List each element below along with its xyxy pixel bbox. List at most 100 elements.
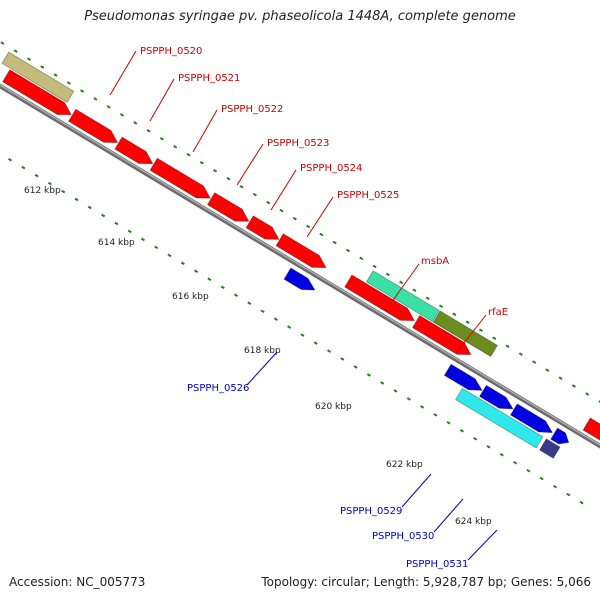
outer-tick-mark: [80, 89, 85, 93]
inner-tick-mark: [380, 381, 385, 385]
gene-arrow-pspph-0531: [509, 403, 554, 434]
gene-arrow-msba-cds: [344, 274, 415, 322]
inner-tick-mark: [473, 437, 478, 441]
gene-arrow-edge: [582, 417, 600, 441]
gene-label: PSPPH_0526: [187, 383, 249, 394]
inner-tick-mark: [101, 213, 106, 218]
outer-tick-mark: [452, 312, 457, 317]
gene-arrow-pspph-0530: [479, 384, 514, 410]
gene-label: rfaE: [488, 307, 508, 318]
inner-tick-mark: [140, 237, 145, 242]
gene-label-leader-line: [246, 351, 278, 386]
scale-label: 614 kbp: [98, 238, 135, 248]
inner-tick-mark: [127, 229, 132, 234]
outer-tick-mark: [319, 232, 324, 237]
outer-tick-mark: [571, 384, 576, 388]
gene-arrow-small: [550, 427, 570, 445]
inner-tick-mark: [114, 221, 119, 226]
outer-tick-mark: [133, 121, 138, 125]
gene-arrow-pspph-0525: [245, 215, 280, 240]
inner-tick-mark: [220, 285, 225, 290]
scale-label: 622 kbp: [386, 460, 423, 470]
inner-tick-mark: [233, 293, 239, 297]
gene-label: PSPPH_0521: [178, 73, 240, 84]
gene-arrow-pspph-0520: [2, 69, 72, 116]
inner-tick-mark: [87, 205, 92, 210]
outer-tick-mark: [239, 184, 244, 189]
gene-arrow-pspph-0529: [443, 363, 483, 391]
inner-tick-mark: [167, 253, 172, 258]
scale-label: 612 kbp: [24, 186, 61, 196]
inner-tick-mark: [539, 476, 544, 481]
outer-tick-mark: [399, 280, 404, 285]
gene-box-msba: [365, 270, 440, 323]
inner-tick-mark: [393, 389, 398, 393]
inner-tick-mark: [207, 277, 212, 282]
gene-label: PSPPH_0523: [267, 138, 329, 149]
outer-tick-mark: [119, 113, 125, 117]
gene-box-pspph-0531: [539, 438, 561, 459]
outer-tick-mark: [545, 368, 550, 372]
outer-tick-mark: [266, 200, 271, 205]
outer-tick-mark: [252, 192, 257, 197]
inner-tick-mark: [526, 468, 531, 473]
outer-tick-mark: [505, 344, 510, 348]
gene-box-pspph-0530: [455, 387, 544, 449]
outer-tick-mark: [106, 105, 111, 109]
outer-tick-mark: [66, 81, 71, 85]
gene-label-leader-line: [467, 529, 498, 561]
outer-tick-mark: [492, 336, 497, 340]
inner-tick-mark: [21, 165, 26, 170]
outer-tick-mark: [306, 224, 311, 229]
inner-tick-mark: [247, 301, 252, 305]
inner-tick-mark: [326, 349, 332, 353]
inner-tick-mark: [154, 245, 159, 250]
outer-tick-mark: [292, 216, 297, 221]
inner-tick-mark: [486, 444, 491, 449]
inner-tick-mark: [61, 189, 66, 194]
inner-tick-mark: [406, 397, 411, 401]
outer-tick-mark: [93, 97, 98, 101]
gene-arrow-rfae-cds: [411, 315, 472, 356]
gene-label: PSPPH_0522: [221, 104, 283, 115]
outer-tick-mark: [478, 328, 483, 332]
inner-tick-mark: [446, 421, 451, 425]
gene-arrow-pspph-0522: [114, 136, 154, 165]
inner-tick-mark: [313, 341, 318, 345]
gene-box-pspph-0520: [1, 51, 75, 103]
outer-tick-mark: [438, 304, 444, 309]
inner-tick-mark: [433, 413, 438, 417]
gene-label-leader-line: [109, 50, 137, 96]
scale-label: 616 kbp: [172, 292, 209, 302]
outer-tick-mark: [585, 392, 590, 396]
gene-box-rfae: [432, 310, 498, 358]
gene-label-leader-line: [401, 473, 432, 508]
gene-arrow-pspph-0524: [206, 192, 250, 222]
outer-tick-mark: [359, 256, 364, 261]
inner-tick-mark: [552, 484, 558, 489]
inner-tick-mark: [74, 197, 79, 202]
genome-backbone-highlight: [0, 84, 600, 446]
outer-tick-mark: [40, 65, 45, 69]
outer-tick-mark: [186, 153, 191, 157]
outer-tick-mark: [199, 160, 204, 165]
gene-label-leader-line: [270, 169, 297, 211]
gene-label-leader-line: [455, 314, 487, 354]
inner-tick-mark: [300, 333, 305, 337]
gene-arrow-pspph-0525b: [275, 233, 327, 269]
scale-label: 618 kbp: [244, 346, 281, 356]
outer-tick-mark: [385, 272, 390, 277]
outer-tick-mark: [226, 176, 231, 181]
inner-tick-mark: [366, 373, 371, 377]
gene-label-leader-line: [390, 263, 420, 304]
outer-tick-mark: [558, 376, 563, 380]
gene-label-leader-line: [192, 109, 218, 153]
outer-tick-mark: [0, 41, 5, 45]
gene-label: msbA: [421, 256, 449, 267]
inner-tick-mark: [273, 317, 278, 321]
outer-tick-mark: [332, 240, 337, 245]
inner-tick-mark: [459, 429, 464, 433]
inner-tick-mark: [7, 157, 13, 162]
outer-tick-mark: [279, 208, 284, 213]
